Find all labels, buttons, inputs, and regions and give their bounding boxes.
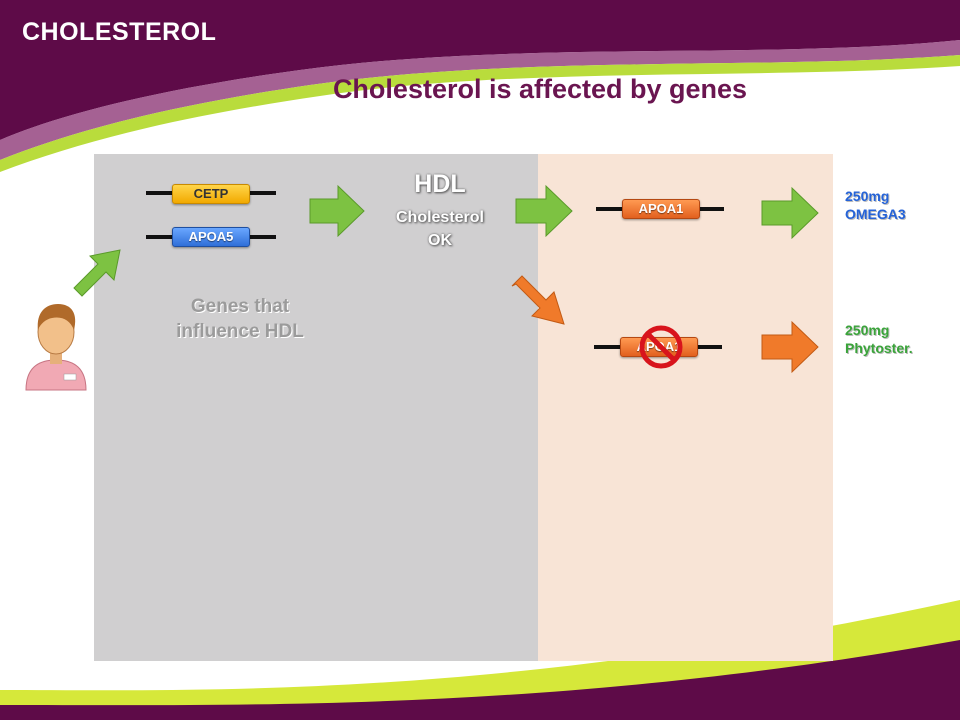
output-omega3: 250mg OMEGA3 — [845, 187, 906, 223]
omega3-dose: 250mg — [845, 188, 890, 204]
phytoster-name: Phytoster. — [845, 340, 913, 356]
arrow-right-icon — [761, 320, 819, 374]
hdl-subtitle: Cholesterol OK — [370, 206, 510, 252]
hdl-line1: Cholesterol — [395, 209, 484, 226]
omega3-name: OMEGA3 — [845, 206, 906, 222]
arrow-right-icon — [73, 249, 121, 297]
genes-label-line2: influence HDL — [176, 321, 304, 342]
genes-label: Genes that influence HDL — [140, 294, 340, 344]
header-title: CHOLESTEROL — [22, 18, 217, 46]
arrow-right-icon — [515, 184, 573, 238]
arrow-right-icon — [309, 184, 365, 238]
genes-label-line1: Genes that — [190, 296, 290, 317]
person-avatar-icon — [25, 304, 87, 391]
gene-apoa5: APOA5 — [172, 227, 250, 247]
prohibition-icon — [639, 325, 683, 369]
gene-cetp: CETP — [172, 184, 250, 204]
gene-apoa1: APOA1 — [622, 199, 700, 219]
hdl-title: HDL — [414, 170, 466, 198]
slide-title: Cholesterol is affected by genes — [332, 74, 748, 104]
output-phytoster: 250mg Phytoster. — [845, 321, 913, 357]
response-panel — [538, 154, 833, 661]
arrow-down-right-icon — [511, 275, 565, 325]
hdl-line2: OK — [428, 232, 452, 249]
phytoster-dose: 250mg — [845, 322, 890, 338]
arrow-right-icon — [761, 186, 819, 240]
